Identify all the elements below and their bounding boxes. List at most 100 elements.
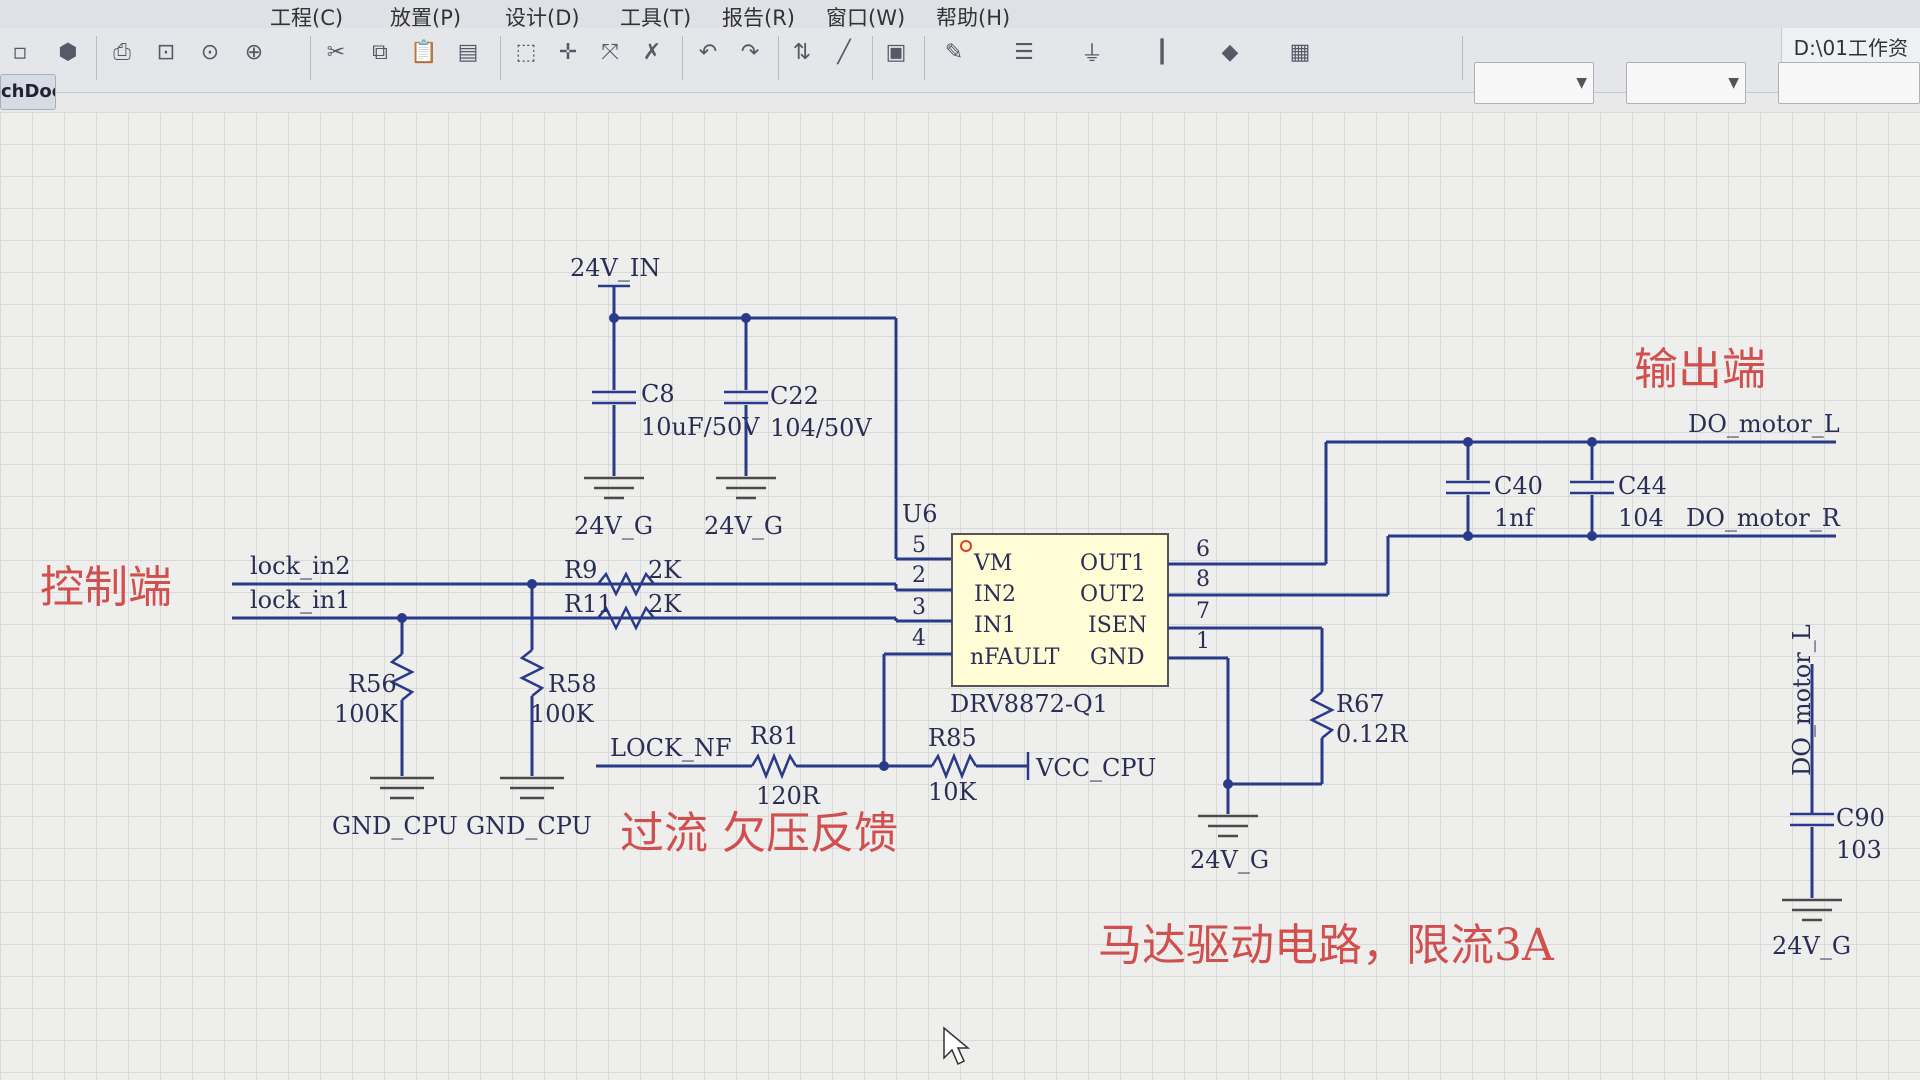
ground-symbol <box>500 776 564 800</box>
pin-num: 7 <box>1196 599 1210 624</box>
menu-bar: 工程(C) 放置(P) 设计(D) 工具(T) 报告(R) 窗口(W) 帮助(H… <box>0 0 1920 30</box>
c22-ref: C22 <box>770 382 819 410</box>
toolbar-combo-3[interactable] <box>1778 62 1920 104</box>
cut-icon[interactable]: ✂ <box>326 39 346 65</box>
toolbar <box>0 28 1920 93</box>
menu-tools[interactable]: 工具(T) <box>620 6 692 30</box>
c8-ref: C8 <box>641 380 675 408</box>
resistor-r58[interactable] <box>519 649 545 697</box>
clear-icon[interactable]: ✗ <box>642 39 662 65</box>
resistor-r85[interactable] <box>930 752 978 780</box>
c90-value: 103 <box>1836 836 1882 864</box>
pin-num: 4 <box>912 626 926 651</box>
pin-num: 1 <box>1196 629 1210 654</box>
toolbar-combo-2[interactable]: ▼ <box>1626 62 1746 104</box>
paste-special-icon[interactable]: ▤ <box>457 39 479 65</box>
pin-num: 5 <box>912 533 926 558</box>
ground-icon[interactable]: ⏚ <box>1080 42 1103 67</box>
pin-name: OUT1 <box>1080 551 1145 576</box>
r56-ref: R56 <box>348 670 397 698</box>
r81-ref: R81 <box>750 722 799 750</box>
r11-ref: R11 <box>564 590 613 618</box>
menu-design[interactable]: 设计(D) <box>505 6 580 30</box>
net-label-lock-nf: LOCK_NF <box>610 734 732 762</box>
net-label-motor-l: DO_motor_L <box>1688 410 1840 438</box>
cross-icon[interactable]: ⤧ <box>601 39 619 65</box>
ground-symbol <box>584 476 644 500</box>
pin-name: OUT2 <box>1080 582 1145 607</box>
cursor-icon <box>943 1026 971 1066</box>
gnd-label-cpu: GND_CPU <box>466 812 592 840</box>
r67-ref: R67 <box>1336 690 1385 718</box>
select-rect-icon[interactable]: ⬚ <box>515 39 537 65</box>
resistor-r9[interactable] <box>597 571 655 597</box>
r58-ref: R58 <box>548 670 597 698</box>
open-icon[interactable]: ⬢ <box>58 39 78 65</box>
r56-value: 100K <box>334 700 399 728</box>
menu-reports[interactable]: 报告(R) <box>722 6 795 30</box>
port-icon[interactable]: ┃ <box>1155 39 1169 65</box>
junction <box>1223 779 1233 789</box>
r11-value: 2K <box>648 590 682 618</box>
redo-icon[interactable]: ↷ <box>740 39 760 65</box>
resistor-r11[interactable] <box>597 605 655 631</box>
menu-window[interactable]: 窗口(W) <box>826 6 906 30</box>
pin-name: IN1 <box>974 613 1016 638</box>
resistor-r81[interactable] <box>750 752 798 780</box>
note-title: 马达驱动电路，限流3A <box>1098 920 1555 971</box>
pin-num: 3 <box>912 595 926 620</box>
probe-icon[interactable]: ╱ <box>837 39 851 65</box>
document-tab[interactable]: chDoc <box>0 74 56 110</box>
ic-ref: U6 <box>902 500 938 528</box>
paste-icon[interactable]: 📋 <box>410 39 438 65</box>
move-icon[interactable]: ✛ <box>558 39 578 65</box>
resistor-r67[interactable] <box>1309 691 1335 739</box>
zoom-in-icon[interactable]: ⊕ <box>244 39 264 65</box>
zoom-area-icon[interactable]: ⊙ <box>200 39 220 65</box>
resistor-r56[interactable] <box>389 653 415 701</box>
net-label-24v-in: 24V_IN <box>570 254 660 282</box>
bus-icon[interactable]: ☰ <box>1014 39 1034 65</box>
menu-place[interactable]: 放置(P) <box>390 6 462 30</box>
toolbar-combo-1[interactable]: ▼ <box>1474 62 1594 104</box>
note-output: 输出端 <box>1634 344 1766 395</box>
new-icon[interactable]: ▫ <box>12 39 28 65</box>
r9-value: 2K <box>648 556 682 584</box>
pin1-marker <box>960 540 972 552</box>
r81-value: 120R <box>756 782 821 810</box>
c22-value: 104/50V <box>770 414 872 442</box>
undo-icon[interactable]: ↶ <box>698 39 718 65</box>
zoom-fit-icon[interactable]: ⊡ <box>156 39 176 65</box>
gnd-label-24v-g: 24V_G <box>574 512 653 540</box>
ic-body[interactable] <box>951 533 1169 687</box>
power-icon[interactable]: ◆ <box>1221 39 1239 65</box>
gnd-label-24v-g: 24V_G <box>1190 846 1269 874</box>
gnd-label-cpu: GND_CPU <box>332 812 458 840</box>
ground-symbol <box>1782 898 1842 922</box>
chevron-down-icon: ▼ <box>1576 75 1587 91</box>
ground-symbol <box>716 476 776 500</box>
grid-icon[interactable]: ▦ <box>1289 39 1311 65</box>
menu-help[interactable]: 帮助(H) <box>936 6 1011 30</box>
gnd-label-24v-g: 24V_G <box>1772 932 1851 960</box>
menu-project[interactable]: 工程(C) <box>270 6 344 30</box>
r85-value: 10K <box>928 778 978 806</box>
print-icon[interactable]: ⎙ <box>113 39 131 65</box>
compile-icon[interactable]: ▣ <box>885 39 907 65</box>
c44-ref: C44 <box>1618 472 1667 500</box>
net-icon[interactable]: ✎ <box>944 39 964 65</box>
ground-symbol <box>370 776 434 800</box>
hierarchy-icon[interactable]: ⇅ <box>792 39 812 65</box>
ground-symbol <box>1198 814 1258 838</box>
c44-value: 104 <box>1618 504 1664 532</box>
r9-ref: R9 <box>564 556 597 584</box>
c40-value: 1nf <box>1494 504 1536 532</box>
r67-value: 0.12R <box>1336 720 1408 748</box>
c90-ref: C90 <box>1836 804 1885 832</box>
pin-num: 6 <box>1196 537 1210 562</box>
copy-icon[interactable]: ⧉ <box>372 39 388 65</box>
pin-name: VM <box>973 551 1012 576</box>
note-control: 控制端 <box>40 562 172 613</box>
pin-num: 8 <box>1196 567 1210 592</box>
